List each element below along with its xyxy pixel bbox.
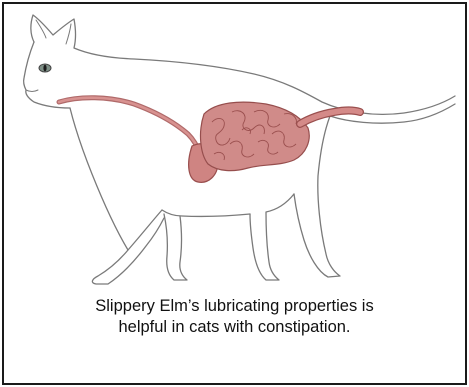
cat-eye bbox=[39, 64, 51, 72]
caption-line-1: Slippery Elm’s lubricating properties is bbox=[4, 296, 465, 317]
intestines bbox=[201, 102, 310, 170]
caption-line-2: helpful in cats with constipation. bbox=[4, 317, 465, 338]
cat-digestive-illustration bbox=[4, 4, 465, 294]
figure-caption: Slippery Elm’s lubricating properties is… bbox=[4, 296, 465, 338]
